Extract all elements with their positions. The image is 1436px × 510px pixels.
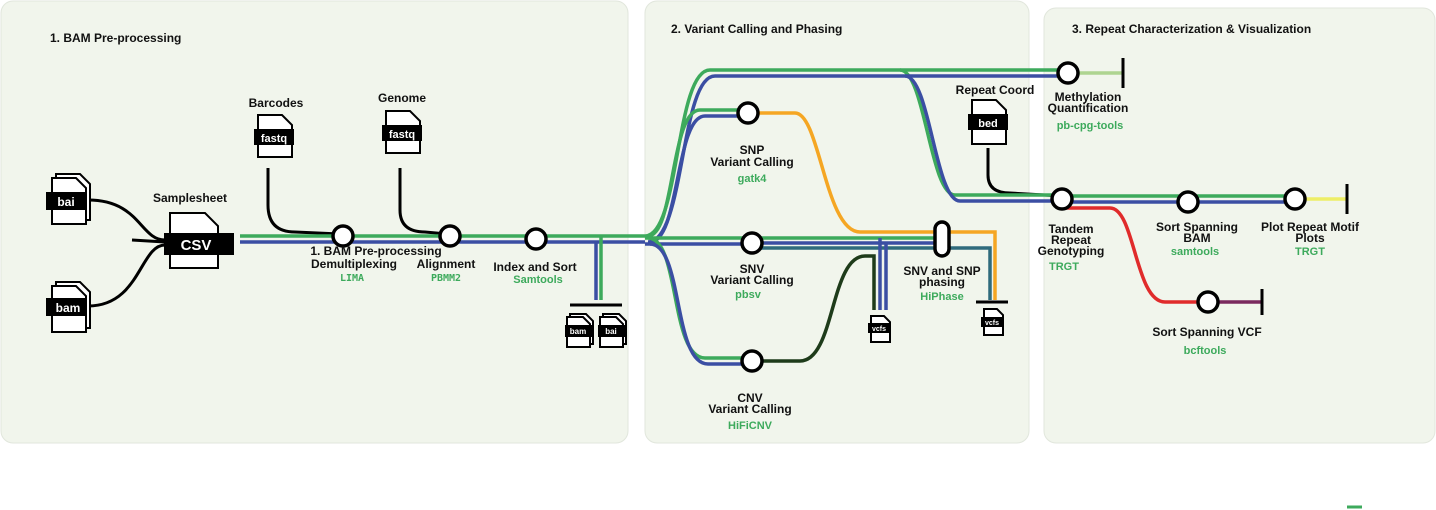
vcf1-file-label: vcfs	[872, 326, 886, 333]
bai-file-label: bai	[57, 195, 74, 209]
file-icon-bai: bai	[46, 173, 91, 225]
methylation-label-2: Quantification	[1048, 101, 1129, 115]
cnv-label-2: Variant Calling	[708, 402, 791, 416]
file-icon-bam-out: bam	[565, 313, 594, 348]
plot-label-2: Plots	[1295, 231, 1325, 245]
bam-out-file-label: bam	[570, 327, 586, 336]
file-icon-barcodes-fastq: fastq	[254, 114, 294, 158]
sort-bam-label-2: BAM	[1183, 231, 1210, 245]
node-cnv	[740, 349, 764, 373]
node-snp	[736, 101, 760, 125]
node-plot	[1283, 187, 1307, 211]
csv-file-label: CSV	[181, 237, 212, 254]
section-title-1: 1. BAM Pre-processing	[50, 31, 181, 45]
methylation-tool: pb-cpg-tools	[1057, 120, 1124, 132]
vcf1-drop	[878, 238, 888, 310]
phasing-label-1: SNV and SNP	[903, 264, 980, 278]
file-icon-genome-fastq: fastq	[382, 110, 422, 154]
trgt-label-2: Repeat	[1051, 233, 1091, 247]
branch-snp-green	[647, 108, 748, 238]
bam-file-label: bam	[56, 301, 81, 315]
pipeline-lines	[87, 58, 1362, 509]
step-labels: 1. BAM Pre-processing Demultiplexing LIM…	[310, 90, 1360, 432]
repeat-coord-line	[986, 148, 1063, 198]
input-bam-bai-line	[87, 198, 166, 308]
node-methylation	[1056, 61, 1080, 85]
section-panel-1	[0, 0, 629, 444]
snv-label-1: SNV	[740, 262, 765, 276]
phasing-tool: HiPhase	[920, 291, 963, 303]
align-tool: PBMM2	[431, 273, 461, 284]
plot-tool: TRGT	[1295, 246, 1325, 258]
node-demux	[331, 224, 355, 248]
snv-label-2: Variant Calling	[710, 273, 793, 287]
node-index-sort	[524, 227, 548, 251]
sort-bam-tool: samtools	[1171, 246, 1219, 258]
node-snv	[740, 231, 764, 255]
trgt-to-vcf-red	[1062, 206, 1208, 304]
samplesheet-label: Samplesheet	[153, 191, 227, 205]
barcodes-file-label: fastq	[261, 133, 287, 145]
plot-label-1: Plot Repeat Motif	[1261, 220, 1360, 234]
file-icon-bed: bed	[968, 99, 1008, 145]
index-sort-label: Index and Sort	[493, 260, 576, 274]
file-icon-bai-out: bai	[598, 313, 627, 348]
genome-line	[398, 168, 448, 236]
snp-tool: gatk4	[738, 173, 768, 185]
file-icon-vcf-2: vcfs	[981, 308, 1004, 336]
section-title-3: 3. Repeat Characterization & Visualizati…	[1072, 22, 1311, 36]
align-label: Alignment	[417, 257, 476, 271]
genome-file-label: fastq	[389, 129, 415, 141]
branch-snp-blue	[649, 114, 748, 244]
index-sort-tool: Samtools	[513, 274, 563, 286]
section-panel-2	[644, 0, 1030, 444]
snv-tool: pbsv	[735, 289, 762, 301]
snp-label-1: SNP	[740, 143, 765, 157]
snv-out-teal	[752, 246, 992, 300]
demux-tool: LIMA	[340, 273, 364, 284]
vcf2-file-label: vcfs	[985, 320, 999, 327]
file-icon-bam: bam	[46, 281, 91, 333]
node-sort-bam	[1176, 190, 1200, 214]
branch-cnv-blue	[649, 242, 752, 366]
node-phasing	[933, 220, 951, 258]
demux-label-1: 1. BAM Pre-processing	[310, 244, 441, 258]
node-align	[438, 224, 462, 248]
cnv-label-1: CNV	[737, 391, 762, 405]
phasing-label-2: phasing	[919, 275, 965, 289]
snp-label-2: Variant Calling	[710, 155, 793, 169]
snp-out-orange	[752, 111, 997, 300]
cnv-tool: HiFiCNV	[728, 420, 773, 432]
sort-vcf-tool: bcftools	[1184, 345, 1227, 357]
trgt-label-3: Genotyping	[1038, 244, 1105, 258]
barcodes-label: Barcodes	[249, 96, 304, 110]
trgt-tool: TRGT	[1049, 261, 1079, 273]
demux-label-2: Demultiplexing	[311, 257, 397, 271]
file-icon-vcf-1: vcfs	[868, 315, 891, 343]
nodes	[331, 61, 1307, 373]
node-sort-vcf	[1196, 290, 1220, 314]
section-title-2: 2. Variant Calling and Phasing	[671, 22, 842, 36]
node-trgt	[1050, 187, 1074, 211]
section-panel-3	[1043, 7, 1436, 444]
cnv-out-darkgreen	[752, 254, 876, 363]
sort-bam-label-1: Sort Spanning	[1156, 220, 1238, 234]
bai-out-file-label: bai	[605, 327, 617, 336]
bed-file-label: bed	[978, 118, 998, 130]
repeat-coord-label: Repeat Coord	[956, 83, 1035, 97]
barcodes-line	[266, 168, 341, 236]
sort-vcf-label: Sort Spanning VCF	[1152, 325, 1261, 339]
trgt-label-1: Tandem	[1048, 222, 1093, 236]
file-icon-csv: CSV	[164, 212, 234, 269]
methylation-label-1: Methylation	[1055, 90, 1122, 104]
genome-label: Genome	[378, 91, 426, 105]
